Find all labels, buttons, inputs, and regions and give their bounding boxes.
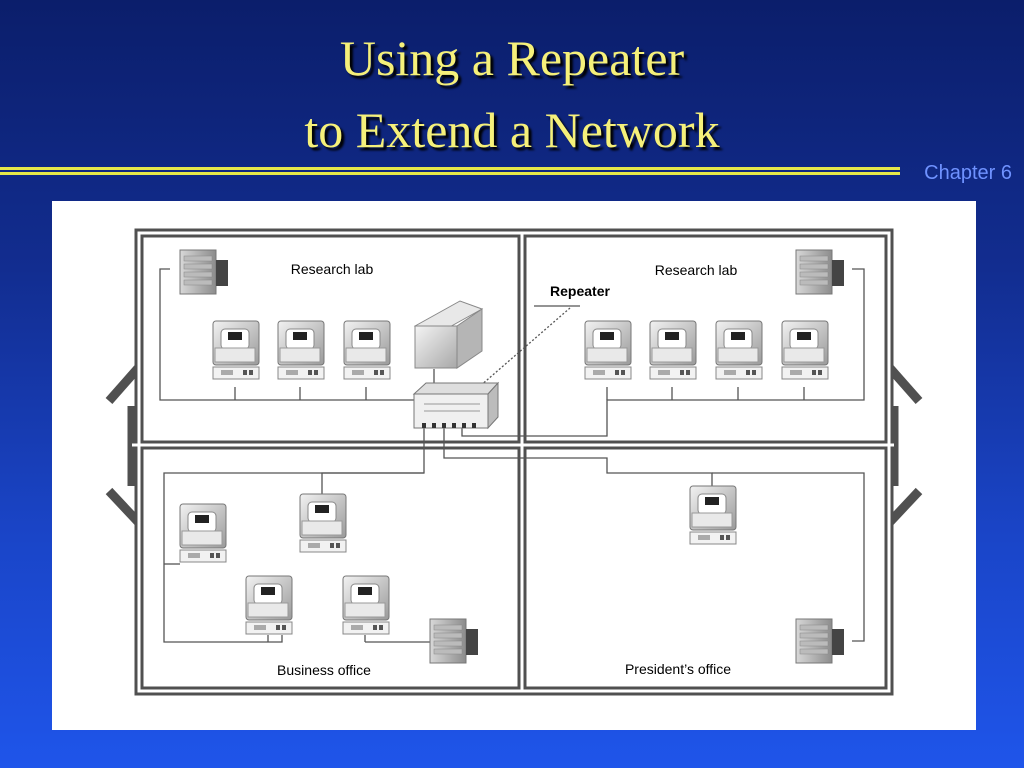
room-label-business-office: Business office (277, 662, 371, 678)
workstation-icon (342, 575, 390, 635)
workstation-icon (584, 320, 632, 380)
slide-title: Using a Repeater to Extend a Network (0, 22, 1024, 166)
room-label-research-lab-right: Research lab (655, 262, 738, 278)
title-line-1: Using a Repeater (339, 30, 685, 86)
workstation-icon (179, 503, 227, 563)
title-line-2: to Extend a Network (304, 102, 720, 158)
network-diagram: Research lab Research lab Repeater Busin… (105, 228, 923, 696)
figure-panel: Research lab Research lab Repeater Busin… (52, 201, 976, 730)
chapter-label: Chapter 6 (924, 162, 1012, 184)
title-divider (0, 167, 900, 175)
room-label-research-lab-left: Research lab (291, 261, 374, 277)
server-icon (795, 618, 845, 664)
room-label-presidents-office: President’s office (625, 661, 731, 677)
repeater-label: Repeater (550, 283, 610, 299)
workstation-icon (212, 320, 260, 380)
workstation-icon (649, 320, 697, 380)
server-icon (429, 618, 479, 664)
server-icon (179, 249, 229, 295)
workstation-icon (245, 575, 293, 635)
server-icon (795, 249, 845, 295)
workstation-icon (781, 320, 829, 380)
workstation-icon (689, 485, 737, 545)
workstation-icon (299, 493, 347, 553)
workstation-icon (715, 320, 763, 380)
workstation-icon (343, 320, 391, 380)
repeater-icon (412, 300, 500, 430)
workstation-icon (277, 320, 325, 380)
